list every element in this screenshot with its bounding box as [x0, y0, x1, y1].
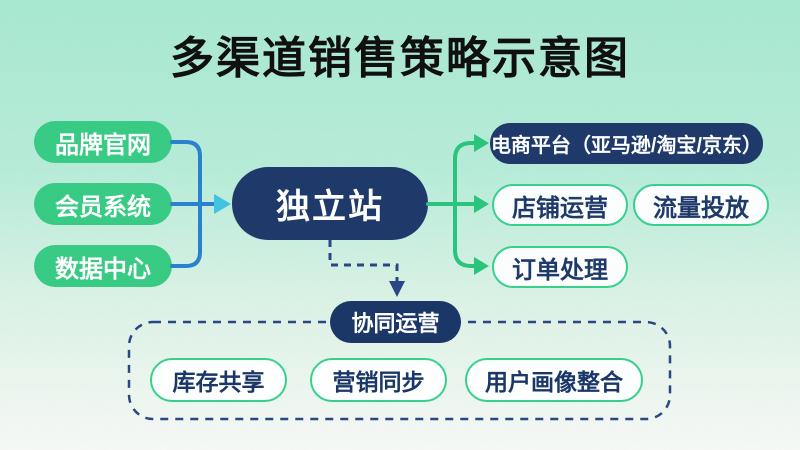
- edge-sources-to-hub: [170, 140, 216, 268]
- arrowhead-into-order: [474, 257, 489, 275]
- node-label: 库存共享: [172, 369, 265, 395]
- edge-hub-to-channels: [426, 141, 476, 268]
- edge-hub-to-collaboration: [328, 240, 399, 281]
- arrowhead-into-collaboration: [389, 281, 405, 297]
- node-user-profile-integration: 用户画像整合: [465, 358, 643, 402]
- arrowhead-into-shop-ops: [474, 195, 489, 213]
- node-inventory-sharing: 库存共享: [150, 358, 287, 402]
- node-label: 用户画像整合: [485, 369, 623, 395]
- node-label: 营销同步: [332, 369, 425, 395]
- arrowhead-into-hub: [214, 194, 231, 214]
- node-marketing-sync: 营销同步: [310, 358, 447, 402]
- node-label: 协同运营: [351, 311, 440, 336]
- node-collaborative-operations: 协同运营: [330, 301, 461, 343]
- arrowhead-into-platform: [474, 134, 489, 152]
